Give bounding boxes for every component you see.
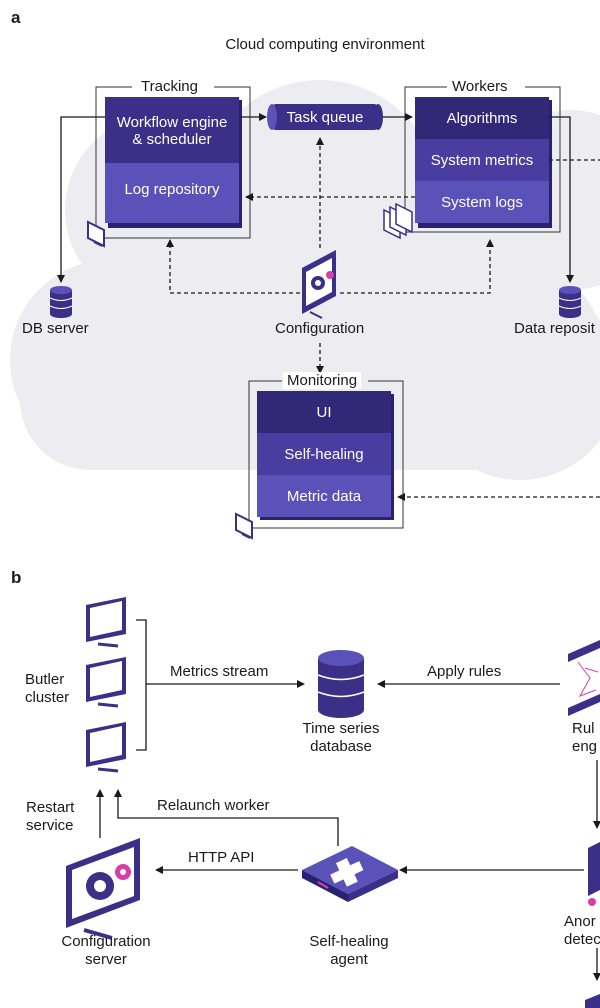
- rule-engine-line2: eng: [572, 738, 598, 755]
- workers-title: Workers: [448, 78, 512, 95]
- anomaly-detector-icon: [588, 842, 600, 906]
- monitoring-monitor-icon: [235, 512, 253, 540]
- self-healing-agent-label: Self-healing agent: [294, 933, 404, 969]
- db-server-label: DB server: [22, 320, 89, 337]
- data-repository-icon: [558, 286, 582, 318]
- config-server-line1: Configuration: [61, 933, 151, 950]
- self-healing-agent-icon: [302, 846, 398, 902]
- tracking-bracket: [95, 86, 251, 239]
- butler-monitor-3: [86, 722, 126, 773]
- configuration-server-icon: [66, 838, 140, 940]
- log-repository-cell: Log repository: [124, 180, 220, 198]
- monitoring-bracket: [248, 380, 404, 529]
- time-series-line2: database: [310, 738, 372, 755]
- workers-bracket: [404, 86, 561, 233]
- butler-monitor-2: [86, 657, 126, 708]
- ui-cell: UI: [316, 403, 332, 421]
- tracking-monitor-icon: [87, 220, 105, 248]
- db-server-icon: [49, 286, 73, 318]
- apply-rules-label: Apply rules: [427, 663, 502, 680]
- tracking-title: Tracking: [137, 78, 202, 95]
- metrics-stream-label: Metrics stream: [170, 663, 269, 680]
- butler-monitor-1: [86, 597, 126, 648]
- configuration-server-label: Configuration server: [46, 933, 166, 969]
- self-healing-cell: Self-healing: [284, 445, 364, 463]
- system-metrics-cell: System metrics: [430, 151, 534, 169]
- monitoring-title: Monitoring: [283, 372, 362, 389]
- configuration-label: Configuration: [275, 320, 365, 337]
- relaunch-worker-label: Relaunch worker: [157, 797, 270, 814]
- anomaly-line1: Anor: [564, 913, 596, 930]
- task-queue-cylinder: [267, 104, 383, 130]
- time-series-db-label: Time series database: [291, 720, 391, 756]
- panel-a-label: a: [11, 8, 21, 27]
- time-series-db-icon: [317, 650, 365, 718]
- metric-data-cell: Metric data: [286, 487, 362, 505]
- self-healing-line1: Self-healing: [309, 933, 389, 950]
- restart-line2: service: [26, 817, 74, 834]
- rule-engine-label: Rul eng: [572, 720, 597, 756]
- config-server-line2: server: [85, 951, 127, 968]
- restart-service-label: Restart service: [26, 799, 74, 835]
- workers-stack-icon: [383, 202, 413, 240]
- self-healing-line2: agent: [330, 951, 368, 968]
- workflow-engine-line1: Workflow engine: [116, 114, 228, 131]
- workflow-engine-cell: Workflow engine & scheduler: [105, 104, 239, 158]
- butler-cluster-label: Butler cluster: [25, 671, 69, 707]
- time-series-line1: Time series: [302, 720, 380, 737]
- system-logs-cell: System logs: [441, 193, 523, 211]
- butler-line2: cluster: [25, 689, 70, 706]
- algorithms-cell: Algorithms: [446, 109, 518, 127]
- cloud-environment-title: Cloud computing environment: [225, 36, 425, 53]
- butler-line1: Butler: [25, 671, 65, 688]
- rule-engine-line1: Rul: [572, 720, 595, 737]
- task-queue-label: Task queue: [286, 108, 364, 126]
- http-api-label: HTTP API: [188, 849, 255, 866]
- rule-engine-icon: [568, 640, 600, 716]
- workflow-engine-line2: & scheduler: [132, 131, 212, 148]
- configuration-icon: [302, 250, 336, 319]
- anomaly-detector-label: Anor detec: [564, 913, 600, 949]
- restart-line1: Restart: [26, 799, 75, 816]
- panel-b-label: b: [11, 568, 22, 587]
- data-repository-label: Data reposit: [514, 320, 595, 337]
- anomaly-line2: detec: [564, 931, 600, 948]
